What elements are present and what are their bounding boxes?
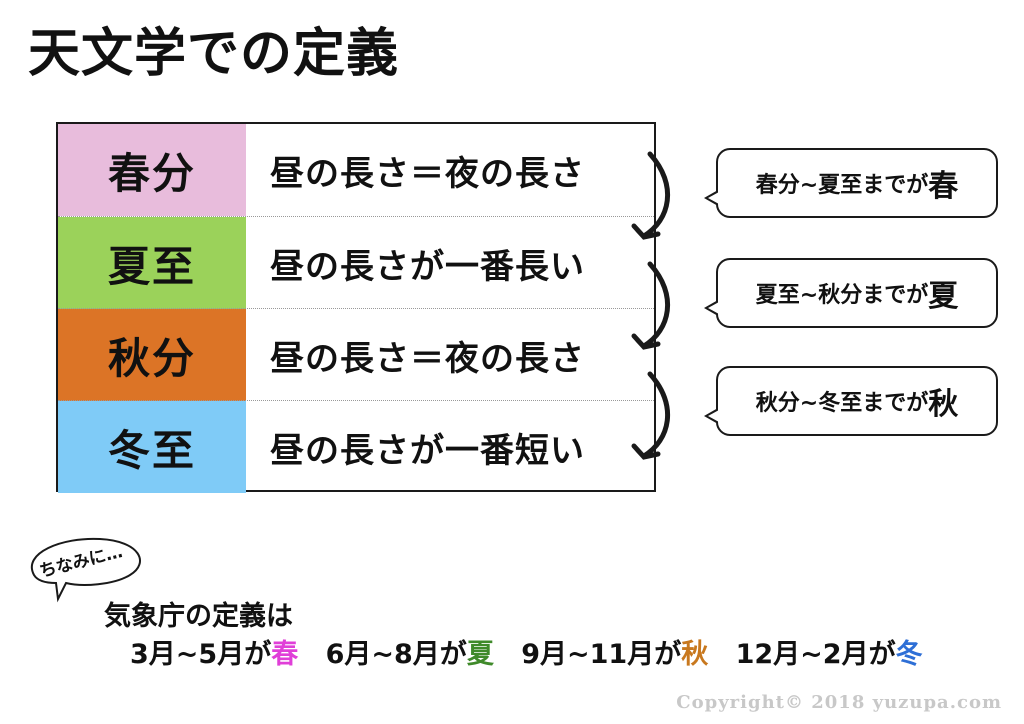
arrow-icon — [641, 261, 671, 349]
jma-range: 12月~2月が — [735, 639, 896, 670]
season-cell-autumn-equinox: 秋分 — [58, 309, 246, 401]
jma-definitions: 3月~5月が春 6月~8月が夏 9月~11月が秋 12月~2月が冬 — [130, 632, 923, 671]
definition-table: 春分 昼の長さ＝夜の長さ 夏至 昼の長さが一番長い 秋分 昼の長さ＝夜の長さ 冬… — [56, 122, 656, 493]
jma-season-autumn: 秋 — [681, 639, 709, 670]
callout-spring: 春分~夏至までが春 — [704, 148, 998, 218]
arrow-icon — [641, 151, 671, 239]
callout-season: 秋 — [928, 387, 959, 422]
description-cell: 昼の長さ＝夜の長さ — [270, 153, 585, 194]
description-cell: 昼の長さが一番長い — [270, 246, 585, 287]
table-row: 春分 昼の長さ＝夜の長さ — [58, 124, 654, 216]
jma-range: 6月~8月が — [325, 639, 467, 670]
table-row: 夏至 昼の長さが一番長い — [58, 216, 654, 309]
callout-season: 春 — [928, 169, 959, 204]
note-speech-bubble: ちなみに… — [22, 535, 147, 603]
jma-range: 9月~11月が — [521, 639, 682, 670]
callout-season: 夏 — [928, 279, 959, 314]
season-cell-spring-equinox: 春分 — [58, 124, 246, 216]
speech-bubble-icon — [30, 537, 141, 603]
jma-heading: 気象庁の定義は — [104, 601, 293, 632]
jma-range: 3月~5月が — [130, 639, 272, 670]
description-cell: 昼の長さ＝夜の長さ — [270, 338, 585, 379]
description-cell: 昼の長さが一番短い — [270, 430, 585, 471]
callout-text: 春分~夏至までが — [755, 173, 929, 198]
season-cell-winter-solstice: 冬至 — [58, 401, 246, 493]
callout-autumn: 秋分~冬至までが秋 — [704, 366, 998, 436]
copyright-text: Copyright© 2018 yuzupa.com — [676, 692, 1002, 713]
arrow-head-icon — [631, 333, 661, 350]
arrow-head-icon — [631, 223, 661, 240]
season-cell-summer-solstice: 夏至 — [58, 217, 246, 309]
table-row: 秋分 昼の長さ＝夜の長さ — [58, 308, 654, 401]
transition-arrows — [631, 151, 671, 460]
callout-text: 夏至~秋分までが — [755, 283, 929, 308]
jma-season-summer: 夏 — [466, 639, 494, 670]
callout-text: 秋分~冬至までが — [755, 391, 929, 416]
arrow-head-icon — [631, 443, 661, 460]
page-title: 天文学での定義 — [28, 24, 400, 84]
jma-season-winter: 冬 — [895, 639, 923, 670]
jma-season-spring: 春 — [271, 639, 299, 670]
arrow-icon — [641, 371, 671, 459]
table-row: 冬至 昼の長さが一番短い — [58, 400, 654, 493]
callout-summer: 夏至~秋分までが夏 — [704, 258, 998, 328]
